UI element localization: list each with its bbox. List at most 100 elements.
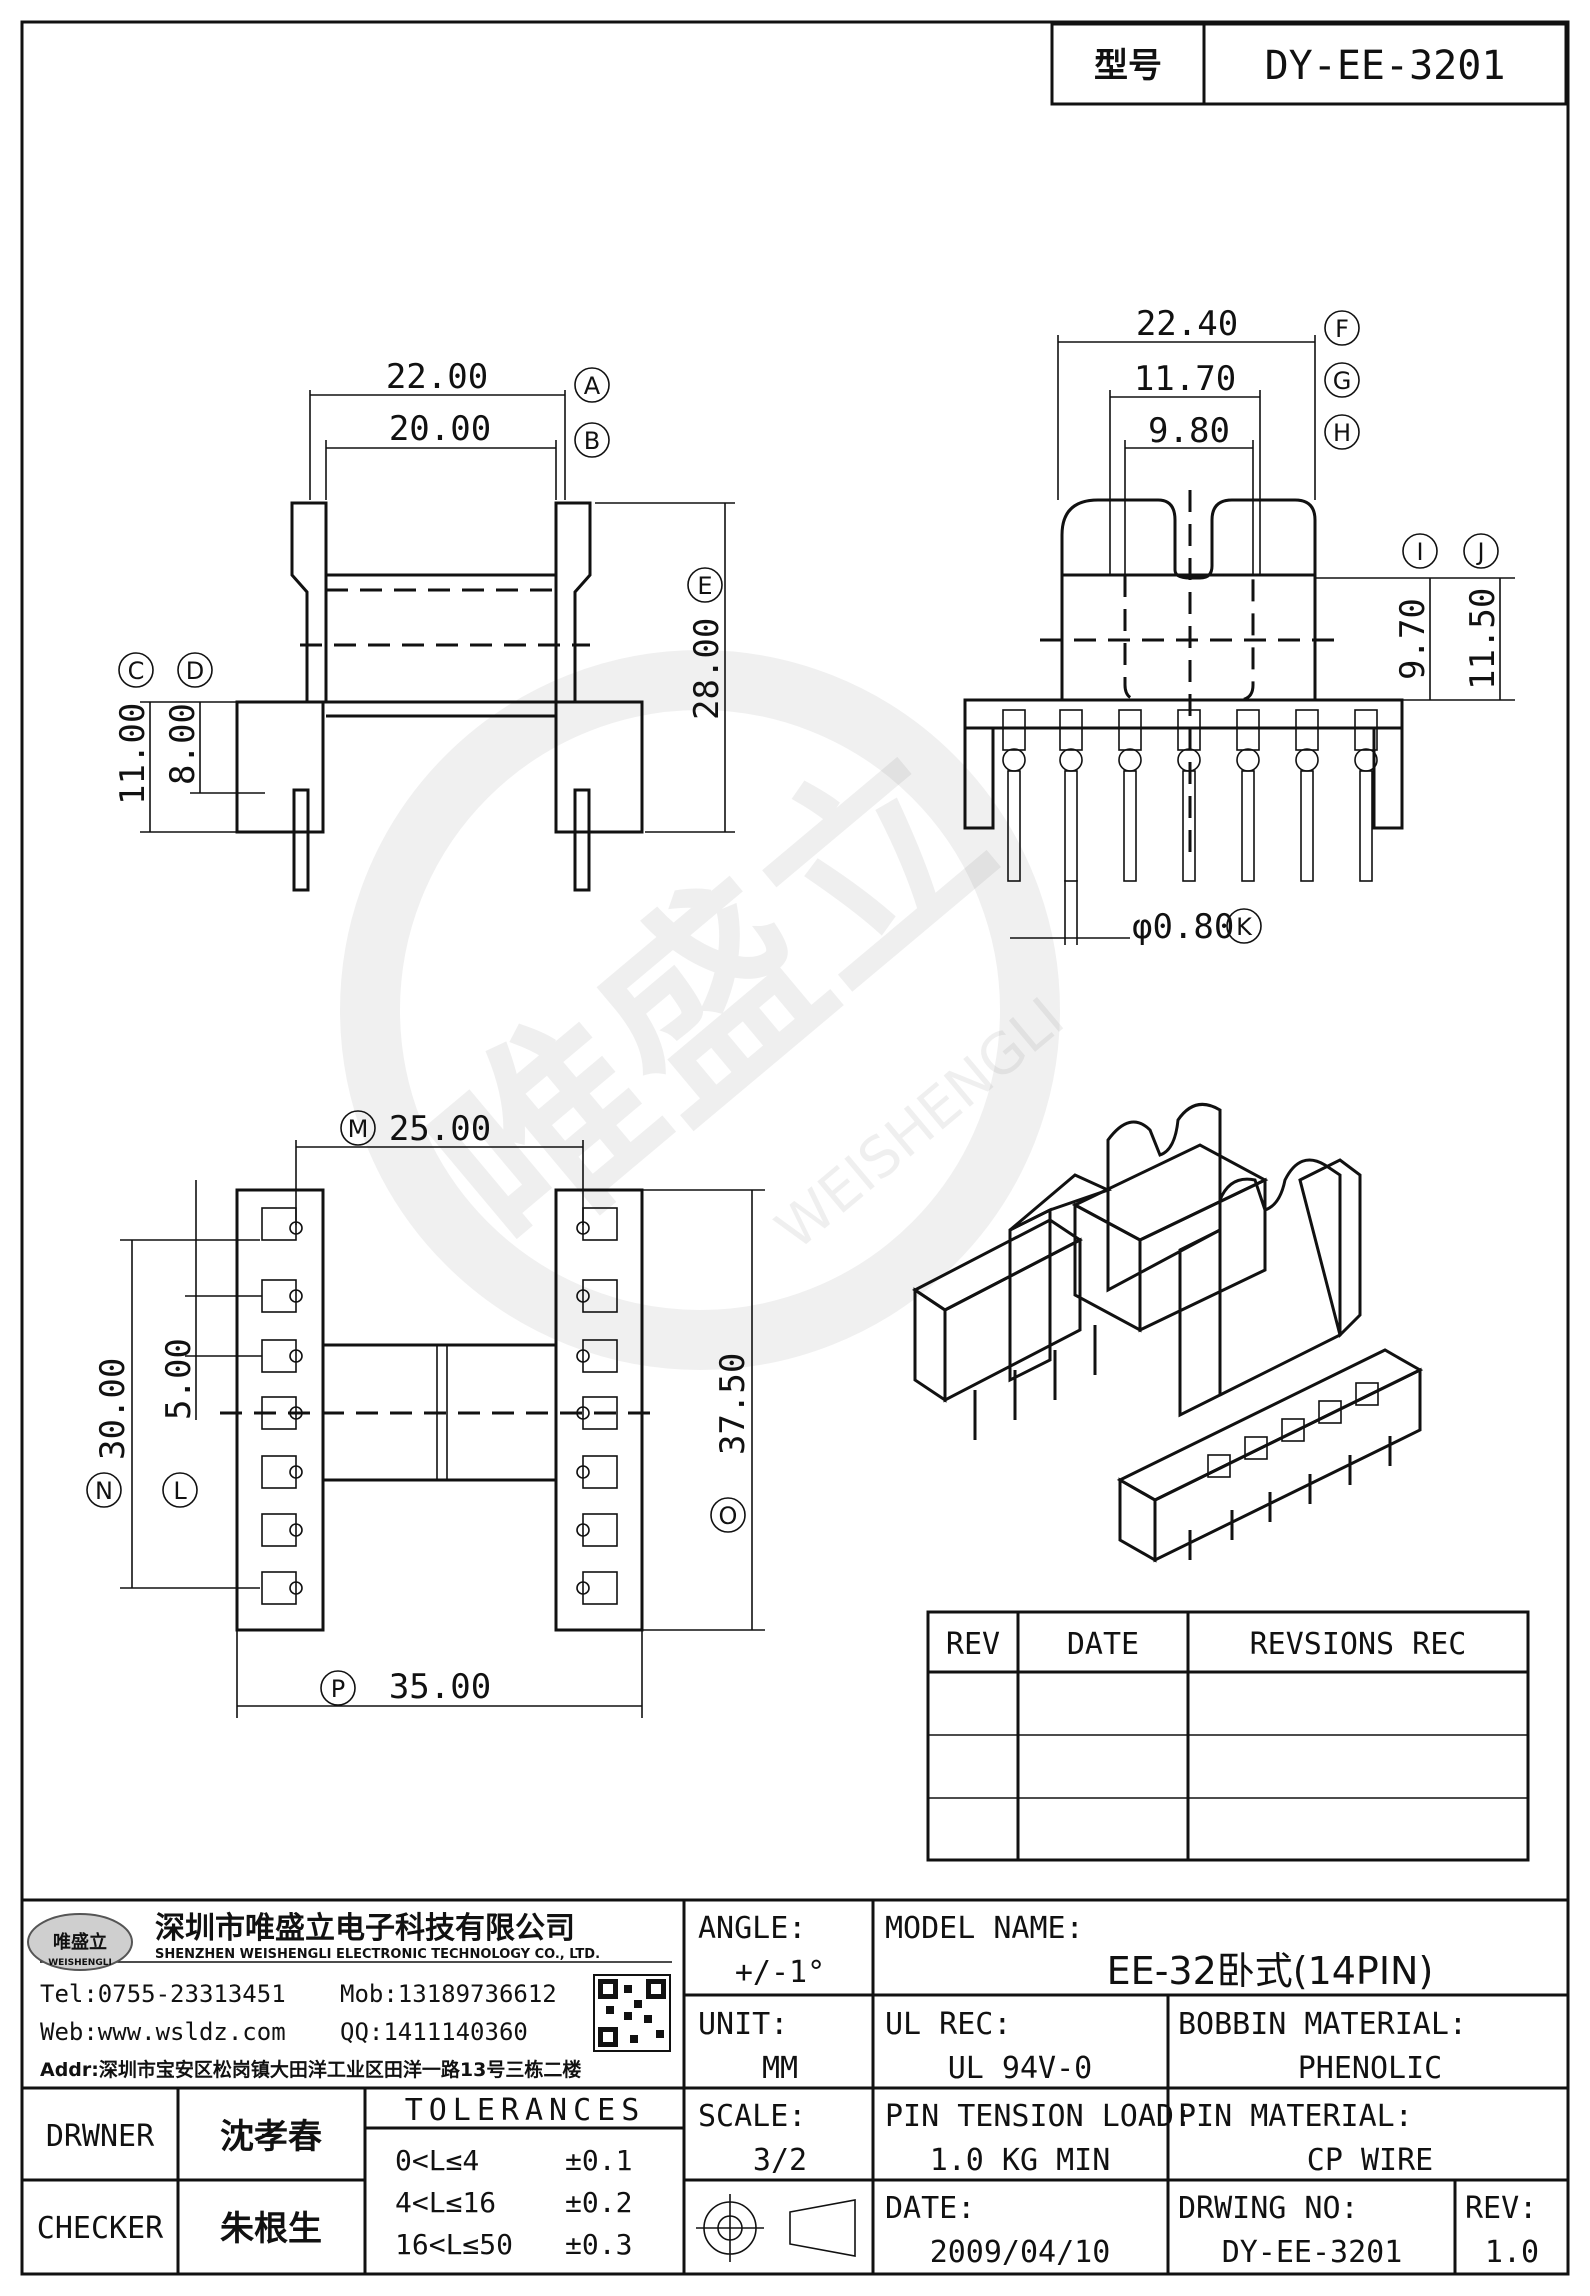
checker-label: CHECKER (37, 2211, 164, 2246)
company-name-en: SHENZHEN WEISHENGLI ELECTRONIC TECHNOLOG… (155, 1947, 600, 1962)
front-pins (1007, 770, 1373, 882)
tolerance-value-2: ±0.2 (565, 2186, 632, 2219)
pin-material-label: PIN MATERIAL: (1178, 2099, 1413, 2134)
bobbin-material-label: BOBBIN MATERIAL: (1178, 2007, 1467, 2042)
dim-a-value: 22.00 (386, 357, 488, 397)
svg-text:J: J (1475, 538, 1484, 566)
date-value: 2009/04/10 (930, 2235, 1111, 2270)
svg-text:N: N (95, 1477, 113, 1505)
tolerances-label: TOLERANCES (405, 2093, 646, 2128)
dim-p-value: 35.00 (389, 1667, 491, 1707)
marker-d (177, 652, 213, 688)
dim-c-value: 11.00 (113, 703, 153, 805)
drawner-value: 沈孝春 (220, 2117, 322, 2157)
marker-m (340, 1110, 376, 1146)
rev-value: 1.0 (1485, 2235, 1539, 2270)
svg-text:G: G (1333, 367, 1352, 395)
marker-l (162, 1472, 198, 1508)
svg-text:唯盛立: 唯盛立 (53, 1931, 107, 1953)
ul-rec-label: UL REC: (885, 2007, 1011, 2042)
marker-g (1324, 362, 1360, 398)
dim-e-value: 28.00 (687, 618, 727, 720)
svg-text:F: F (1335, 315, 1349, 343)
dim-m-value: 25.00 (389, 1109, 491, 1149)
tolerance-range-2: 4<L≤16 (395, 2186, 496, 2219)
header-box: 型号 DY-EE-3201 (1050, 22, 1568, 106)
marker-n (86, 1472, 122, 1508)
iso-pin-sockets (1207, 1382, 1379, 1478)
scale-label: SCALE: (698, 2099, 806, 2134)
title-block: 唯盛立 WEISHENGLI 深圳市唯盛立电子科技有限公司 SHENZHEN W… (22, 1898, 1568, 2274)
dim-h-value: 9.80 (1148, 411, 1230, 451)
marker-f (1324, 310, 1360, 346)
svg-text:M: M (348, 1115, 369, 1143)
type-label: 型号 (1094, 46, 1162, 86)
company-web: Web:www.wsldz.com (40, 2018, 286, 2046)
svg-text:O: O (719, 1502, 738, 1530)
model-name-value: EE-32卧式(14PIN) (1107, 1949, 1434, 1993)
marker-c (118, 652, 154, 688)
svg-text:K: K (1236, 913, 1253, 941)
svg-text:L: L (173, 1477, 187, 1505)
dim-n-value: 30.00 (93, 1358, 133, 1460)
marker-b (574, 422, 610, 458)
company-tel: Tel:0755-23313451 (40, 1980, 286, 2008)
pin-material-value: CP WIRE (1307, 2143, 1433, 2178)
revision-table: REV DATE REVSIONS REC (926, 1610, 1530, 1862)
model-code: DY-EE-3201 (1265, 43, 1506, 89)
dim-g-value: 11.70 (1134, 359, 1236, 399)
watermark-ring (340, 650, 1060, 1370)
projection-symbol (696, 2194, 856, 2262)
tolerance-value-1: ±0.1 (565, 2144, 632, 2177)
drwing-no-label: DRWING NO: (1178, 2191, 1359, 2226)
drwing-no-value: DY-EE-3201 (1222, 2235, 1403, 2270)
model-name-label: MODEL NAME: (885, 1911, 1084, 1946)
dim-j-value: 11.50 (1463, 588, 1503, 690)
checker-value: 朱根生 (220, 2209, 322, 2249)
svg-text:E: E (697, 572, 712, 600)
dim-o-value: 37.50 (713, 1353, 753, 1455)
front-view: 22.40 F 11.70 G 9.80 H 9.70 11.50 I J φ0… (963, 304, 1515, 947)
dim-f-value: 22.40 (1136, 304, 1238, 344)
qr-code (593, 1974, 671, 2052)
company-qq: QQ:1411140360 (340, 2018, 528, 2046)
svg-text:D: D (186, 657, 204, 685)
svg-text:P: P (331, 1675, 345, 1703)
marker-i (1402, 533, 1438, 569)
svg-text:H: H (1333, 419, 1351, 447)
marker-a (574, 367, 610, 403)
scale-value: 3/2 (753, 2143, 807, 2178)
dim-i-value: 9.70 (1393, 598, 1433, 680)
svg-text:I: I (1416, 538, 1423, 566)
drawner-label: DRWNER (46, 2119, 155, 2154)
dim-l-value: 5.00 (159, 1338, 199, 1420)
pin-tension-value: 1.0 KG MIN (930, 2143, 1111, 2178)
tolerance-range-3: 16<L≤50 (395, 2228, 513, 2261)
date-label: DATE: (885, 2191, 975, 2226)
angle-label: ANGLE: (698, 1911, 806, 1946)
company-logo: 唯盛立 WEISHENGLI (27, 1913, 133, 1971)
bottom-view: 25.00 M 30.00 N 5.00 L 37.50 O 35.00 P (86, 1109, 765, 1718)
rev-table-header-date: DATE (1067, 1627, 1139, 1662)
svg-text:B: B (584, 427, 600, 455)
rev-table-header-rev: REV (946, 1627, 1000, 1662)
rev-table-header-rec: REVSIONS REC (1250, 1627, 1467, 1662)
iso-pins (973, 1325, 1392, 1560)
pin-tension-label: PIN TENSION LOAD: (885, 2099, 1192, 2134)
tolerance-range-1: 0<L≤4 (395, 2144, 479, 2177)
front-pin-sockets (1002, 709, 1378, 772)
marker-o (710, 1497, 746, 1533)
svg-text:C: C (128, 657, 145, 685)
unit-value: MM (762, 2051, 798, 2086)
rev-label: REV: (1465, 2191, 1537, 2226)
marker-p (320, 1670, 356, 1706)
dim-k-value: φ0.80 (1132, 907, 1234, 947)
company-name-cn: 深圳市唯盛立电子科技有限公司 (155, 1911, 575, 1946)
sheet-border (20, 20, 1570, 2276)
marker-e (687, 567, 723, 603)
company-mob: Mob:13189736612 (340, 1980, 557, 2008)
tolerance-value-3: ±0.3 (565, 2228, 632, 2261)
ul-rec-value: UL 94V-0 (948, 2051, 1093, 2086)
